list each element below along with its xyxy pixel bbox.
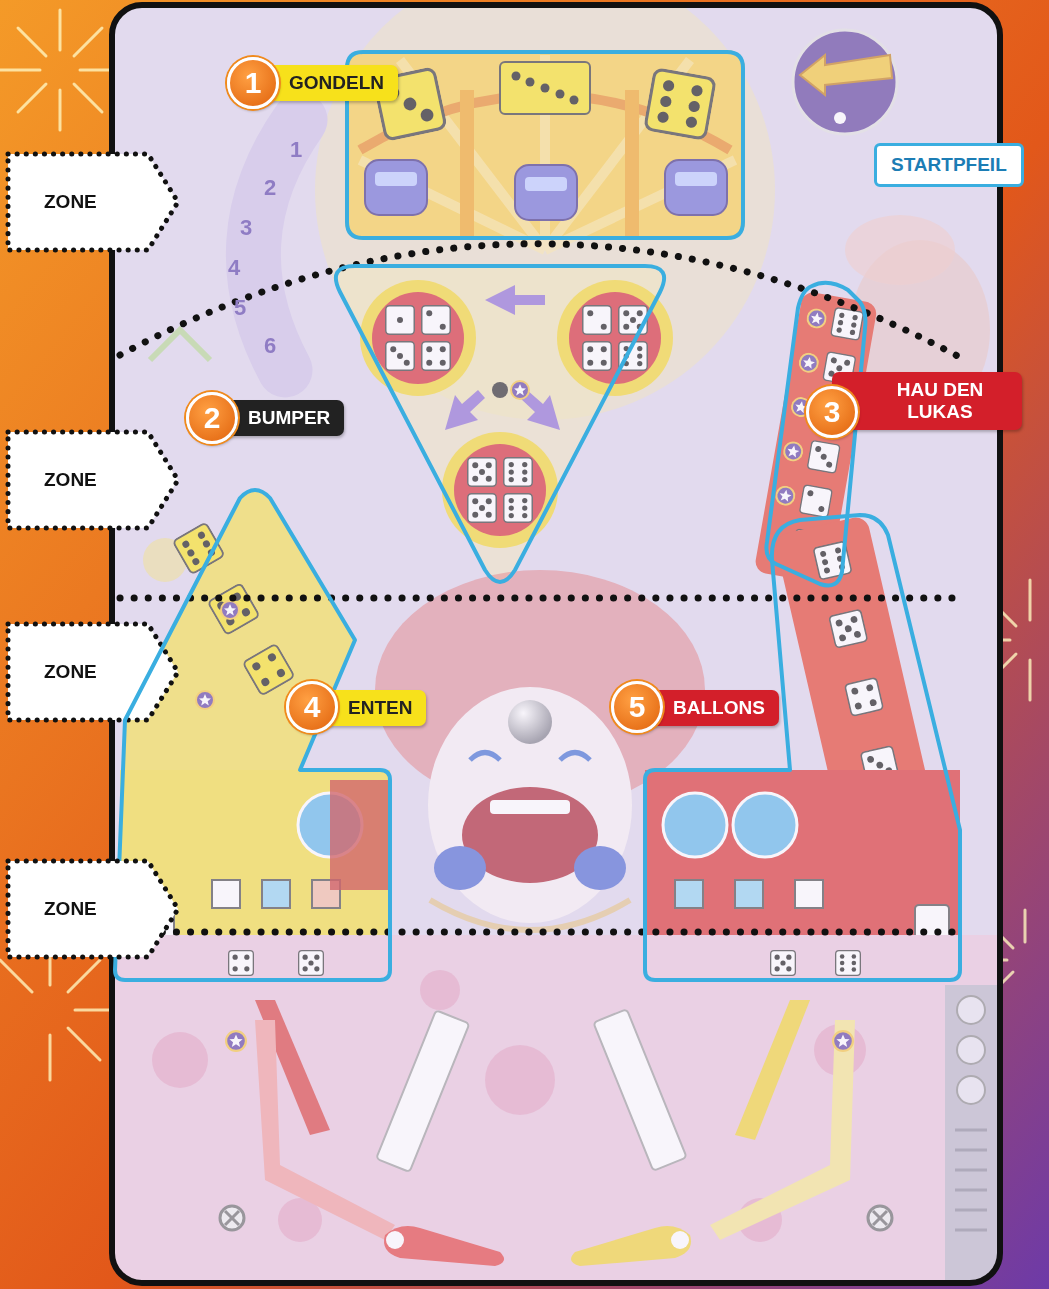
zone-arrow: ZONE [0, 857, 182, 961]
callout-number: 1 [227, 57, 279, 109]
board-art [112, 5, 1000, 1283]
zone-label: ZONE [44, 661, 97, 683]
track-number: 1 [290, 138, 302, 162]
zone-arrow: ZONE [0, 620, 182, 724]
bumper-region: 2BUMPER [325, 258, 675, 588]
region-outline [760, 280, 870, 595]
hau-den-lukas-region: 3HAU DEN LUKAS [760, 280, 870, 595]
zone-arrow: ZONE [0, 150, 182, 254]
track-number: 5 [234, 296, 246, 320]
zone-label: ZONE [44, 191, 97, 213]
zone-label: ZONE [44, 469, 97, 491]
ballons-region: 5BALLONS [640, 510, 965, 985]
track-number: 6 [264, 334, 276, 358]
track-number: 2 [264, 176, 276, 200]
callout-number: 3 [806, 386, 858, 438]
label-text: STARTPFEIL [874, 143, 1024, 187]
track-number: 3 [240, 216, 252, 240]
region-outline [640, 510, 965, 985]
region-label: HAU DEN LUKAS [832, 372, 1022, 430]
zone-label: ZONE [44, 898, 97, 920]
label-box: STARTPFEIL [874, 143, 1024, 187]
zone-arrow: ZONE [0, 428, 182, 532]
board [112, 5, 1000, 1283]
board-border [112, 5, 1000, 1283]
track-number: 4 [228, 256, 240, 280]
callout-number: 2 [186, 392, 238, 444]
callout-number: 5 [611, 681, 663, 733]
callout-number: 4 [286, 681, 338, 733]
region-outline [345, 50, 745, 240]
region-outline [325, 258, 675, 588]
gondeln-region: 1GONDELN [345, 50, 745, 240]
zone-divider [120, 244, 965, 932]
